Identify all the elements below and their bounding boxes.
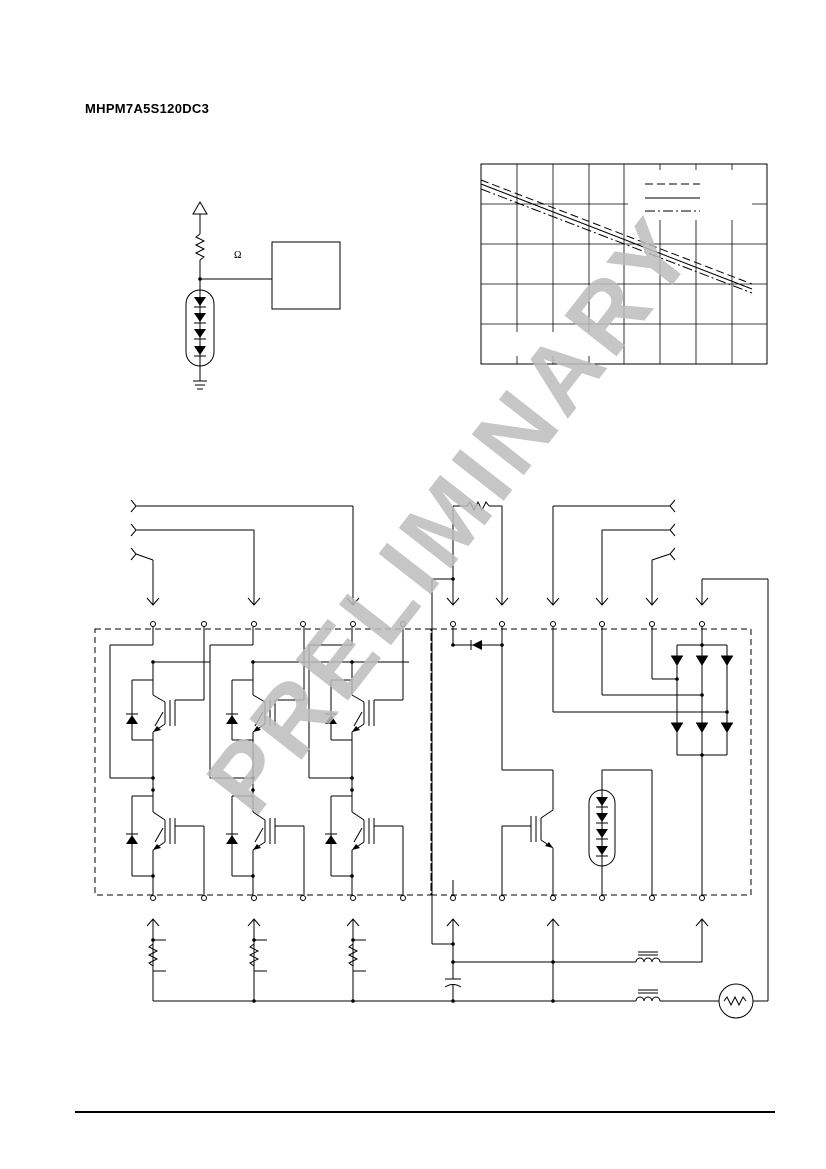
ground-icon bbox=[193, 380, 207, 390]
right-input-connectors bbox=[546, 499, 769, 1001]
inverter-leg-2 bbox=[209, 626, 311, 896]
module-schematic bbox=[94, 499, 769, 1019]
device-under-test-box bbox=[271, 241, 341, 310]
inverter-section-outline bbox=[94, 628, 432, 896]
ohm-symbol: Ω bbox=[234, 250, 241, 261]
curve-dashdot bbox=[480, 188, 753, 294]
gate-input-connectors bbox=[130, 499, 360, 606]
curve-solid bbox=[480, 183, 753, 290]
inductor-icon bbox=[635, 957, 661, 963]
output-wiring bbox=[146, 918, 768, 1019]
rectifier-bridge bbox=[552, 627, 733, 895]
resistor-icon bbox=[194, 233, 206, 261]
top-terminals bbox=[150, 621, 705, 627]
top-resistor bbox=[432, 500, 509, 606]
part-number: MHPM7A5S120DC3 bbox=[85, 101, 210, 116]
legend-panel bbox=[628, 170, 752, 220]
led-diode-icons bbox=[194, 297, 206, 357]
inductor-icon bbox=[635, 996, 661, 1002]
sense-led-capsule bbox=[588, 769, 653, 895]
graph-annotation-panel bbox=[501, 332, 605, 356]
led-test-circuit: Ω bbox=[185, 201, 341, 390]
footer-rule bbox=[75, 1111, 775, 1113]
supply-terminal-icon bbox=[192, 201, 208, 215]
curve-dashed bbox=[480, 179, 753, 285]
inverter-leg-3 bbox=[308, 626, 410, 896]
inverter-leg-1 bbox=[109, 627, 210, 895]
brake-section bbox=[431, 579, 554, 944]
bottom-terminals bbox=[150, 895, 705, 901]
characteristic-graph bbox=[480, 163, 768, 365]
brake-rectifier-section-outline bbox=[430, 628, 752, 896]
